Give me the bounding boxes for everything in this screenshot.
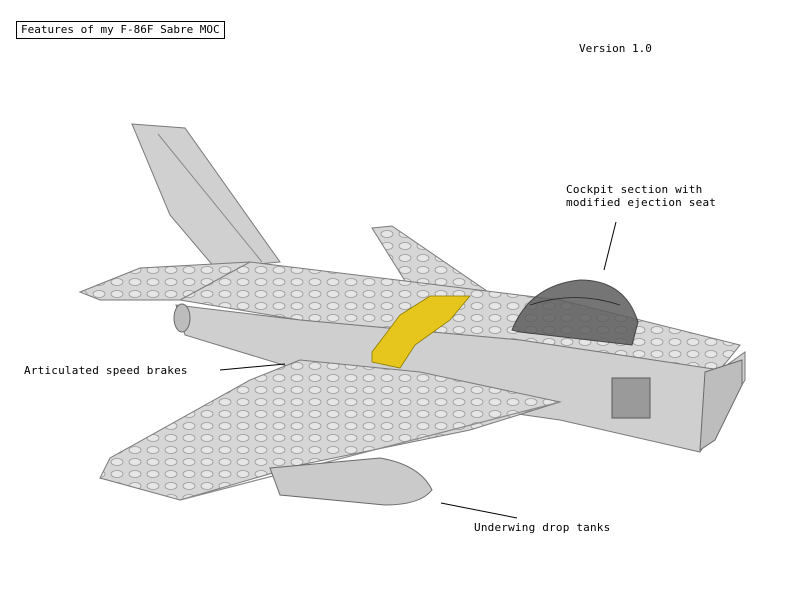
yellow-stripe	[371, 295, 471, 369]
cockpit-annotation-line1: Cockpit section with	[566, 183, 703, 196]
drop-tanks-annotation: Underwing drop tanks	[474, 521, 611, 534]
nose-intake	[699, 359, 743, 451]
drop-tank	[269, 457, 433, 506]
drop-tanks-leader-line	[440, 502, 518, 519]
exhaust	[173, 303, 191, 333]
version-label: Version 1.0	[579, 42, 652, 55]
tail-fin	[131, 123, 281, 269]
speed-brakes-annotation: Articulated speed brakes	[24, 364, 188, 377]
speed-brakes-leader-line	[219, 363, 286, 371]
cockpit-leader-line	[603, 221, 617, 271]
canopy	[511, 279, 639, 346]
gun-panel	[611, 377, 651, 419]
main-wing	[99, 359, 562, 501]
cockpit-annotation-line2: modified ejection seat	[566, 196, 717, 209]
page-title: Features of my F-86F Sabre MOC	[16, 21, 225, 39]
